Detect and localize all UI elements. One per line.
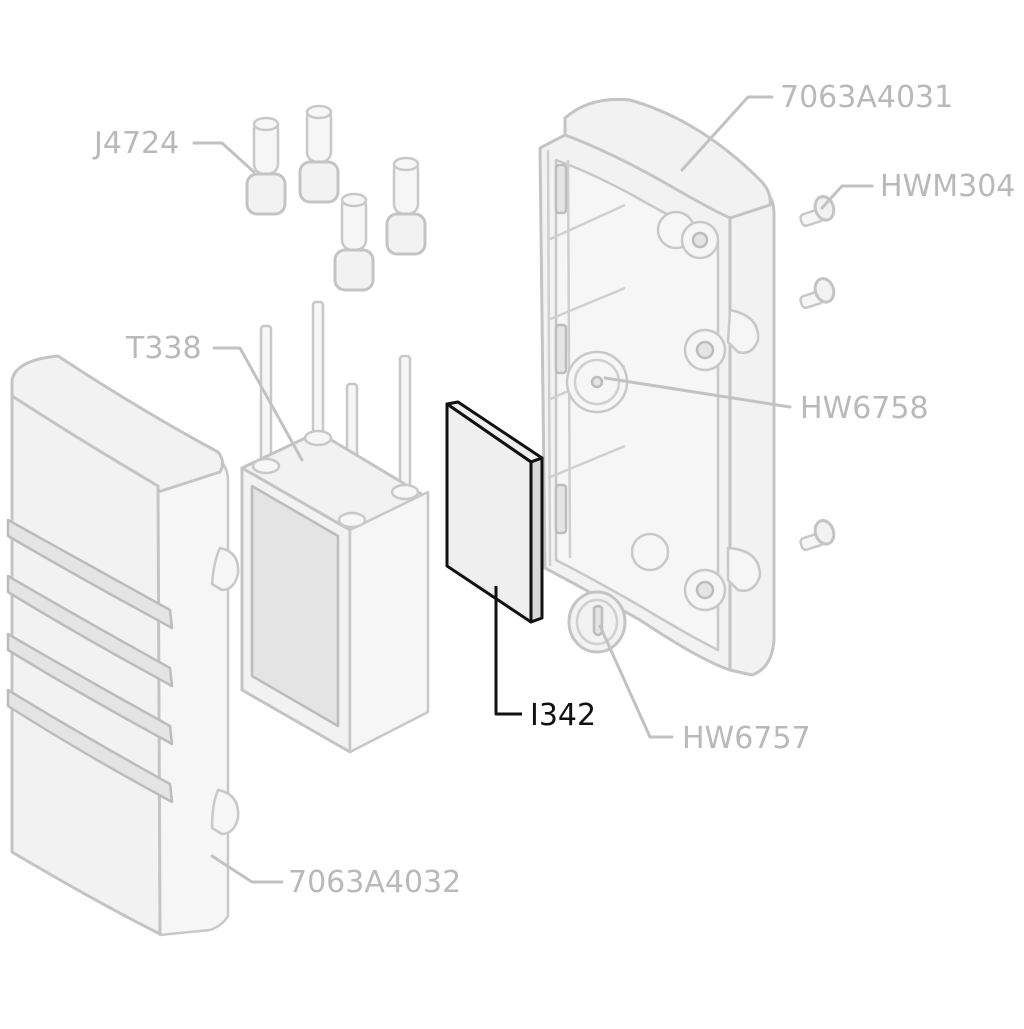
leader-HW6758	[603, 376, 792, 409]
label-7063A4032: 7063A4032	[288, 865, 461, 900]
leader-7063A4032	[210, 854, 284, 884]
label-HW6758: HW6758	[800, 391, 929, 426]
battery-block-T338[interactable]	[240, 300, 430, 754]
leader-I342	[494, 586, 522, 716]
screws-HWM304[interactable]	[799, 194, 836, 552]
front-cover-7063A4032[interactable]	[6, 354, 240, 937]
back-housing-7063A4031[interactable]	[538, 97, 776, 677]
label-T338: T338	[125, 331, 202, 366]
label-J4724: J4724	[92, 126, 179, 161]
pins-J4724[interactable]	[245, 104, 427, 292]
label-HW6757: HW6757	[682, 721, 811, 756]
label-I342: I342	[530, 698, 596, 733]
insulator-I342[interactable]	[445, 400, 544, 624]
leader-HWM304	[820, 184, 874, 210]
label-HWM304: HWM304	[880, 169, 1015, 204]
label-7063A4031: 7063A4031	[780, 80, 953, 115]
leader-T338	[212, 346, 304, 462]
leader-HW6757	[598, 624, 674, 739]
leader-7063A4031	[680, 95, 774, 172]
keyhole-plate-HW6757[interactable]	[567, 590, 627, 654]
leader-J4724	[192, 141, 256, 174]
